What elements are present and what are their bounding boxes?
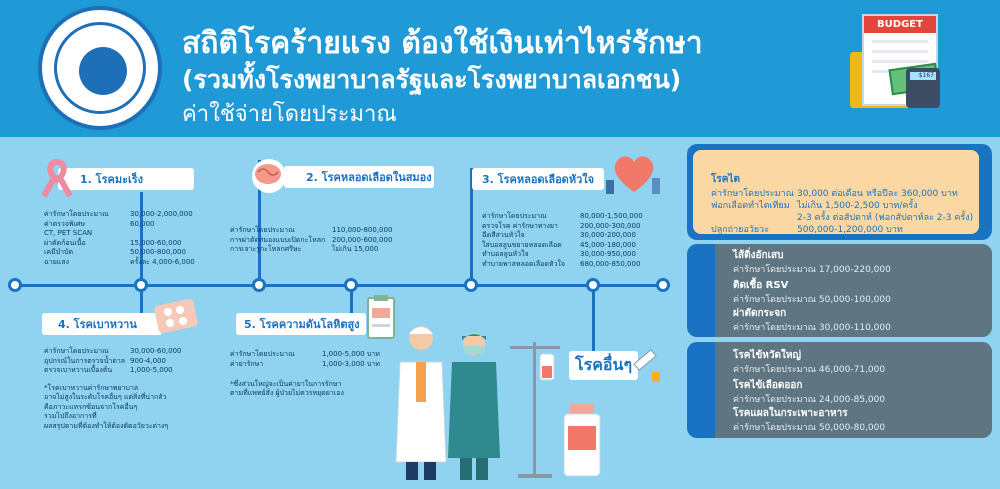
other-diseases-panel-1: ไส้ติ่งอักเสบ ค่ารักษาโดยประมาณ 17,000-2… <box>687 244 992 337</box>
timeline-node <box>8 278 22 292</box>
timeline-node <box>134 278 148 292</box>
association-logo <box>38 6 162 130</box>
section-diabetes-label: 4. โรคเบาหวาน <box>42 313 162 335</box>
section-cancer-label: 1. โรคมะเร็ง <box>58 168 194 190</box>
surgeon-illustration <box>448 333 500 480</box>
iv-stand-icon <box>510 342 560 478</box>
page-title-line2: (รวมทั้งโรงพยาบาลรัฐและโรงพยาบาลเอกชน) <box>182 65 682 94</box>
kidney-panel: โรคไต ค่ารักษาโดยประมาณ 30,000 ต่อเดือน … <box>687 144 992 240</box>
section-diabetes-note: *โรคเบาหวานค่ารักษาพยาบาล อาจไม่สูงในระด… <box>44 384 169 430</box>
timeline-node <box>586 278 600 292</box>
blood-pressure-monitor-icon <box>367 295 395 339</box>
timeline-vertical-3 <box>470 168 473 284</box>
brain-icon <box>252 159 286 193</box>
timeline-node <box>464 278 478 292</box>
section-stroke-label: 2. โรคหลอดเลือดในสมอง <box>284 166 434 188</box>
timeline-node <box>252 278 266 292</box>
section-hypertension-label: 5. โรคความดันโลหิตสูง <box>236 313 366 335</box>
calculator-icon: $167 <box>906 68 940 108</box>
header-banner: สถิติโรคร้ายแรง ต้องใช้เงินเท่าไหร่รักษา… <box>0 0 1000 137</box>
syringe-icon <box>633 349 660 382</box>
other-diseases-panel-2: โรคไข้หวัดใหญ่ ค่ารักษาโดยประมาณ 46,000-… <box>687 342 992 438</box>
doctor-illustration <box>395 326 447 480</box>
page-subtitle: ค่าใช้จ่ายโดยประมาณ <box>182 102 397 127</box>
section-heart-label: 3. โรคหลอดเลือดหัวใจ <box>472 168 604 190</box>
section-hypertension-note: *ซึ่งส่วนใหญ่จะเป็นค่ายาในการรักษา ตามที… <box>230 380 344 398</box>
timeline-node <box>344 278 358 292</box>
timeline-main <box>10 284 670 287</box>
timeline-vertical-1 <box>140 192 143 284</box>
timeline-node <box>656 278 670 292</box>
medicine-bottle-icon <box>563 404 601 477</box>
page-title: สถิติโรคร้ายแรง ต้องใช้เงินเท่าไหร่รักษา <box>182 26 703 61</box>
heart-icon <box>606 156 660 194</box>
timeline-vertical-6 <box>592 287 595 351</box>
timeline-vertical-5 <box>350 287 353 315</box>
timeline-vertical-4 <box>140 287 143 319</box>
pink-ribbon-icon <box>41 158 73 198</box>
logo-emblem-icon <box>79 47 127 95</box>
pills-icon <box>154 298 198 334</box>
timeline-vertical-2 <box>258 160 261 284</box>
section-other-diseases-label: โรคอื่นๆ <box>569 351 639 380</box>
